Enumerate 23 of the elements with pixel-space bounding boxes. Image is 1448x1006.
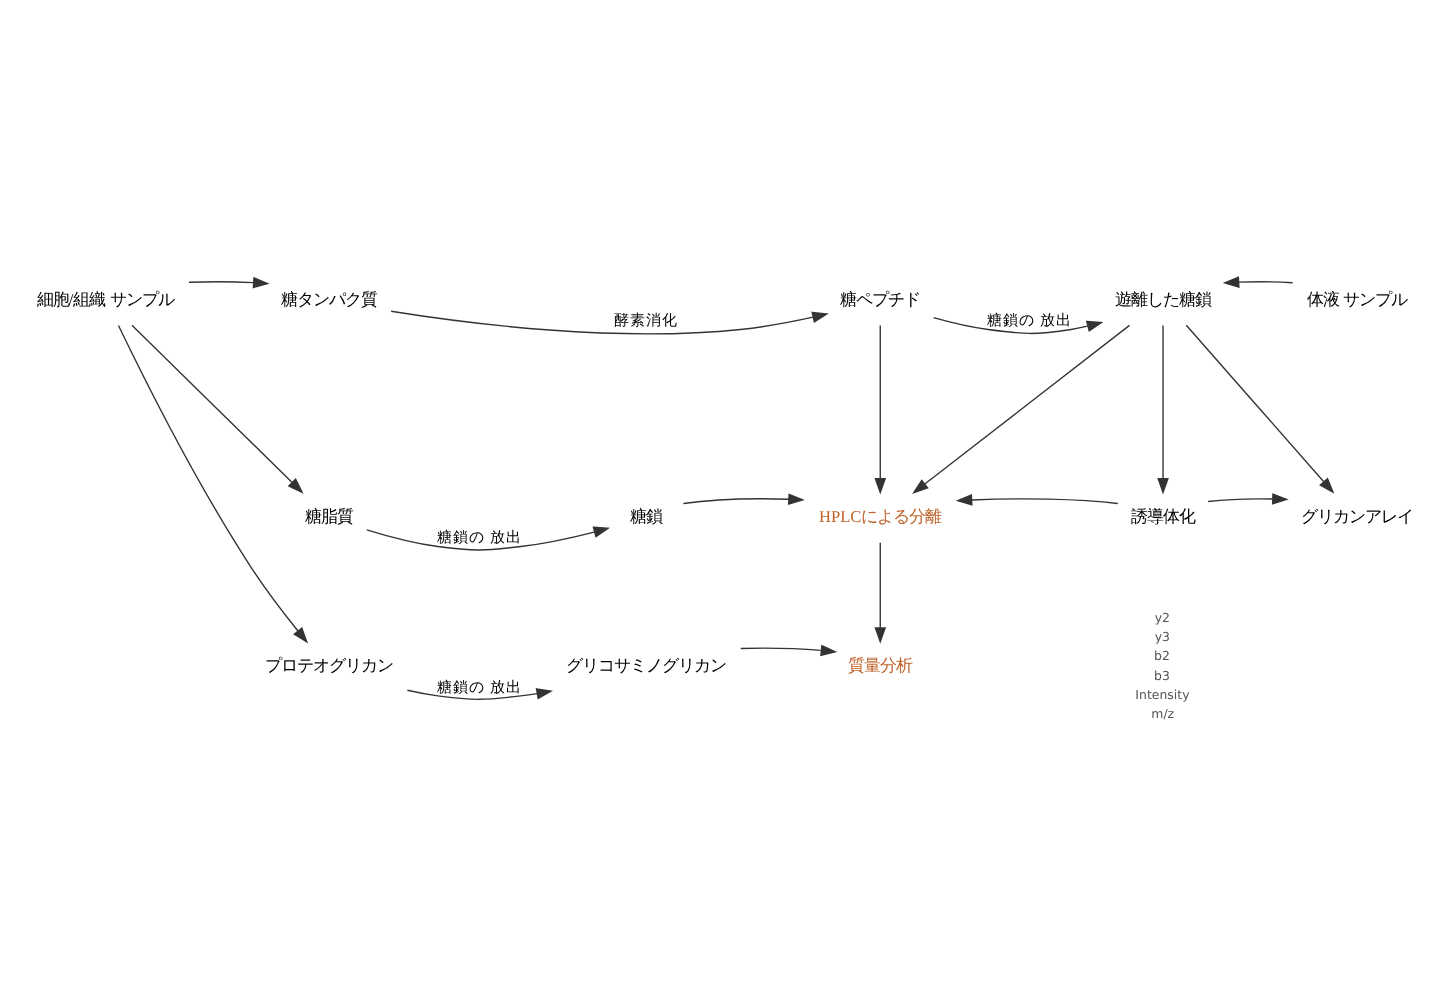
arrow — [912, 324, 1131, 494]
arrow — [932, 316, 1104, 335]
arrow — [131, 324, 304, 494]
arrow — [188, 276, 270, 289]
arrow — [406, 688, 553, 700]
arrow — [1185, 324, 1335, 494]
arrow — [366, 526, 611, 551]
arrow — [740, 644, 838, 657]
arrow — [955, 494, 1119, 506]
arrow — [1207, 493, 1289, 505]
node-text: 誘導体化 — [1131, 505, 1196, 526]
arrow — [682, 493, 805, 506]
node-text: プロテオグリカン — [265, 655, 394, 676]
arrow — [390, 310, 829, 335]
arrow — [874, 324, 887, 495]
node-text: グリコサミノグリカン — [565, 655, 726, 676]
node-text: グリカンアレイ — [1300, 505, 1413, 526]
arrow — [117, 324, 309, 644]
node-text: 糖脂質 — [305, 505, 354, 526]
arrow — [1157, 324, 1169, 495]
arrow — [874, 542, 887, 644]
node-text: 糖鎖 — [629, 505, 662, 526]
arrow — [1222, 276, 1294, 288]
